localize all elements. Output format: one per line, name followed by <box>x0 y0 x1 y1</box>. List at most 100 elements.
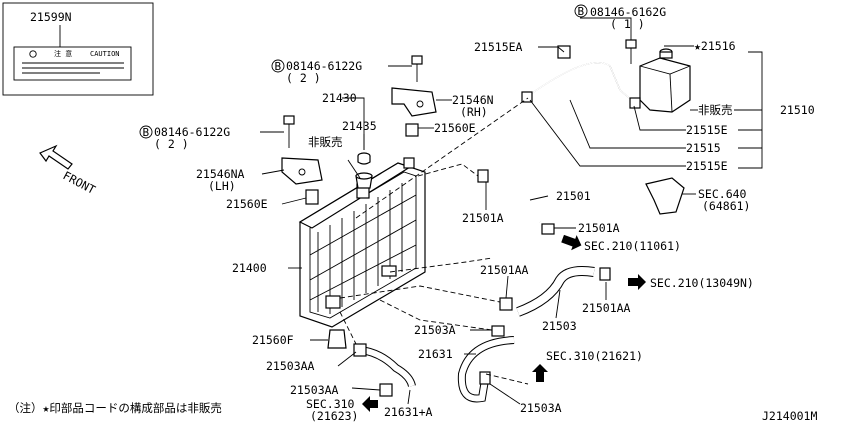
sec640-bracket <box>645 177 685 215</box>
reservoir-cap-body <box>659 51 673 59</box>
leader-21560E-b <box>281 197 307 205</box>
label-21546N-rh: (RH) <box>460 105 488 119</box>
label-sec210-13049N: SEC.210(13049N) <box>650 276 754 290</box>
bolt-08146-6162G <box>625 39 637 64</box>
label-08146-6122G-lh: 08146-6122G <box>154 125 230 139</box>
hose-21631-inner <box>458 337 515 402</box>
clamp-21503A-lower <box>479 371 491 385</box>
radiator-lower-inlet <box>381 265 397 277</box>
part-21435-body <box>357 156 371 165</box>
hose-21631 <box>457 336 515 403</box>
label-21631: 21631 <box>418 347 453 361</box>
label-not-sold-tank: 非販売 <box>698 103 733 117</box>
label-21501A-b: 21501A <box>578 221 620 235</box>
bolt-08146-6122G-rh-icon <box>411 55 423 65</box>
label-sec310: SEC.310 <box>306 397 355 411</box>
leader-21515 <box>569 99 686 149</box>
arrow-sec310-21623 <box>362 396 378 412</box>
leader-21515EA <box>538 46 565 53</box>
leader-21503A-b <box>489 383 521 405</box>
label-21400: 21400 <box>232 261 267 275</box>
label-21515: 21515 <box>686 141 721 155</box>
label-sec310-21621: SEC.310(21621) <box>546 349 643 363</box>
label-21560E-b: 21560E <box>226 197 268 211</box>
label-08146-6122G-rh-qty: ( 2 ) <box>286 71 321 85</box>
leader-21515E-a <box>633 105 686 131</box>
leader-21503 <box>555 289 561 319</box>
radiator-upper-outlet <box>403 157 415 169</box>
b-circle-icon-3 <box>139 125 153 139</box>
radiator-lower-outlet <box>325 295 341 309</box>
radiator-cap-21430 <box>355 172 373 189</box>
label-08146-6122G-lh-qty: ( 2 ) <box>154 137 189 151</box>
reservoir-tank-21510 <box>639 48 691 113</box>
leader-21631A <box>407 389 411 405</box>
label-sec310-sub: (21623) <box>310 409 358 423</box>
caution-label-group: 21599N 注 意 CAUTION <box>2 2 154 96</box>
label-21546NA: 21546NA <box>196 167 245 181</box>
bracket-rh-hole <box>416 100 424 108</box>
dash-21503A <box>485 373 529 385</box>
b-letter-1: B <box>578 5 585 18</box>
hose-21631A-inner <box>359 347 415 387</box>
leader-21515E-b <box>529 99 686 167</box>
leader-21430 <box>342 97 365 150</box>
dash-reservoir-hose <box>355 97 529 219</box>
clamp-21515E-upper <box>629 97 641 109</box>
label-21503A-a: 21503A <box>414 323 456 337</box>
label-sec640: SEC.640 <box>698 187 747 201</box>
warning-symbol-icon <box>29 50 37 58</box>
label-21501: 21501 <box>556 189 591 203</box>
label-21560F: 21560F <box>252 333 294 347</box>
footnote: （注）★印部品コードの構成部品は非販売 <box>8 401 222 415</box>
b-letter-2: B <box>275 60 282 73</box>
label-21503AA-b: 21503AA <box>290 383 339 397</box>
label-21510: 21510 <box>780 103 815 117</box>
core-tube-1 <box>309 194 417 256</box>
radiator-core <box>309 171 417 319</box>
dash-21631A <box>339 311 357 345</box>
label-21503AA-a: 21503AA <box>266 359 315 373</box>
label-21435: 21435 <box>342 119 377 133</box>
reservoir-hose-21515 <box>527 62 637 105</box>
label-21599N: 21599N <box>30 10 72 24</box>
lower-hose-inner <box>516 267 595 316</box>
reservoir-corner-edge <box>669 73 673 113</box>
label-21515E-b: 21515E <box>686 159 728 173</box>
leader-21501 <box>529 195 549 201</box>
dash-lower-hose <box>339 285 501 303</box>
core-tube-2 <box>309 219 417 281</box>
label-08146-6162G: 08146-6162G <box>590 5 666 19</box>
dash-upper-hose <box>417 163 479 177</box>
clamp-21501AA-right <box>599 267 611 281</box>
label-21560E-a: 21560E <box>434 121 476 135</box>
caution-label-plate <box>13 46 132 81</box>
front-label: FRONT <box>61 168 98 197</box>
clamp-21501A-upper <box>477 169 489 183</box>
caution-frame <box>2 2 154 96</box>
leader-21501AA-a <box>505 275 509 299</box>
label-21501AA-a: 21501AA <box>480 263 529 277</box>
arrow-sec210-11061 <box>561 234 582 251</box>
label-21546NA-lh: (LH) <box>208 179 236 193</box>
dash-heater-hose <box>379 299 493 331</box>
leader-not-sold-cap <box>347 159 361 179</box>
label-21501A-a: 21501A <box>462 211 504 225</box>
b-circle-icon-1 <box>574 4 588 18</box>
leader-21503AA-a <box>337 351 357 367</box>
leader-b1 <box>580 17 632 40</box>
bushing-21560E-upper <box>405 123 419 137</box>
front-arrow-group: FRONT <box>39 144 98 197</box>
leader-21546NA <box>261 169 285 175</box>
label-21631A: 21631+A <box>384 405 433 419</box>
reservoir-hose-inner <box>527 62 637 105</box>
clamp-21503AA-lower <box>379 383 393 397</box>
front-arrow-icon <box>39 144 73 170</box>
caution-jp-text: 注 意 <box>54 49 72 58</box>
bushing-21560F <box>327 329 347 349</box>
label-21503: 21503 <box>542 319 577 333</box>
label-08146-6122G-rh: 08146-6122G <box>286 59 362 73</box>
bolt-08146-6122G-lh-icon <box>283 115 295 125</box>
label-21501AA-b: 21501AA <box>582 301 631 315</box>
